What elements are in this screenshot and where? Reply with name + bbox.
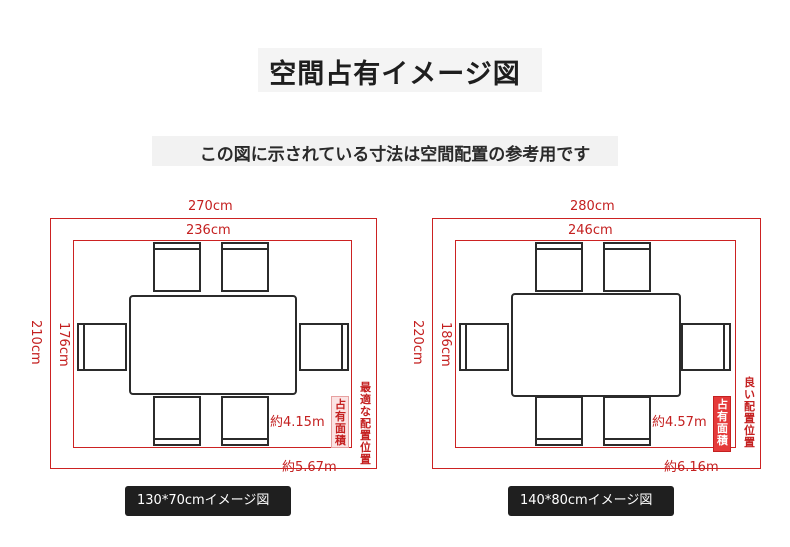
outer-width-label: 270cm (188, 199, 233, 214)
outer-area-value: 約5.67m (282, 460, 337, 475)
table-top (511, 293, 681, 397)
inner-width-label: 246cm (568, 223, 613, 238)
title-background (258, 48, 542, 92)
optimal-placement-label: 最適な配置位置 (360, 381, 371, 466)
chair-bottom-right (603, 396, 651, 446)
inner-height-label: 186cm (438, 322, 453, 367)
outer-height-label: 210cm (28, 320, 43, 365)
inner-area-value: 約4.15m (270, 415, 325, 430)
good-placement-label: 良い配置位置 (744, 376, 755, 449)
inner-area-value: 約4.57m (652, 415, 707, 430)
chair-top-right (603, 242, 651, 292)
chair-bottom-left (535, 396, 583, 446)
page-title: 空間占有イメージ図 (269, 59, 521, 90)
inner-area-rect (455, 240, 736, 448)
diagram-caption: 130*70cmイメージ図 (125, 486, 291, 516)
chair-bottom-right (221, 396, 269, 446)
chair-left (77, 323, 127, 371)
chair-bottom-left (153, 396, 201, 446)
occupied-area-tag (331, 396, 349, 448)
chair-top-left (535, 242, 583, 292)
inner-height-label: 176cm (56, 322, 71, 367)
diagram-caption: 140*80cmイメージ図 (508, 486, 674, 516)
outer-area-value: 約6.16m (664, 460, 719, 475)
table-top (129, 295, 297, 395)
chair-top-left (153, 242, 201, 292)
outer-area-rect (432, 218, 761, 469)
chair-right (681, 323, 731, 371)
subtitle-background (152, 136, 618, 166)
inner-width-label: 236cm (186, 223, 231, 238)
chair-top-right (221, 242, 269, 292)
chair-right (299, 323, 349, 371)
inner-area-rect (73, 240, 352, 448)
outer-height-label: 220cm (410, 320, 425, 365)
chair-left (459, 323, 509, 371)
occupied-area-label: 占有面積 (335, 398, 346, 447)
occupied-area-tag (713, 396, 731, 452)
occupied-area-label: 占有面積 (717, 398, 728, 447)
outer-width-label: 280cm (570, 199, 615, 214)
outer-area-rect (50, 218, 377, 469)
page-subtitle: この図に示されている寸法は空間配置の参考用です (199, 145, 591, 165)
